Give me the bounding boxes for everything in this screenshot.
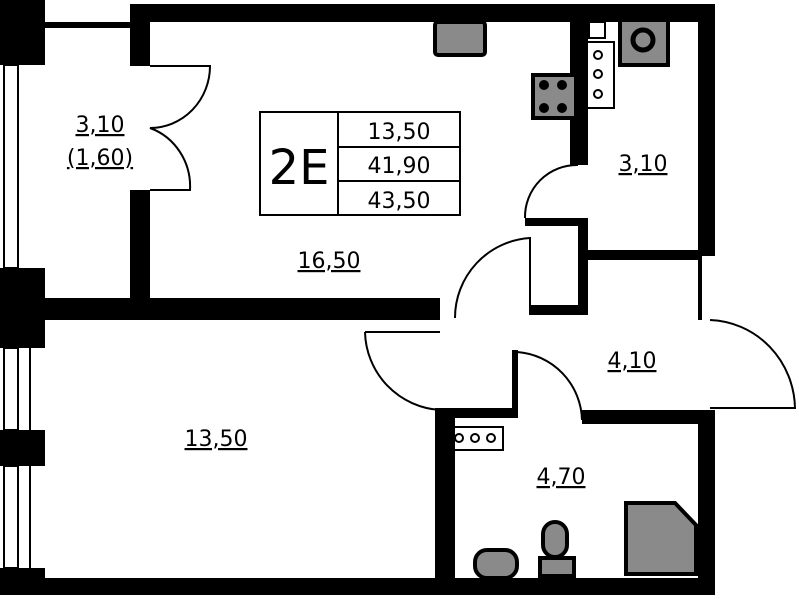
bathroom-area: 4,70 xyxy=(537,465,586,490)
burners xyxy=(539,80,567,113)
washbasin-icon xyxy=(473,548,519,580)
toilet-icon xyxy=(541,520,569,559)
balcony-reduced-area: (1,60) xyxy=(67,146,133,171)
windows xyxy=(3,64,31,569)
walls xyxy=(0,0,715,595)
balcony-area: 3,10 xyxy=(76,113,125,138)
boiler-icon xyxy=(618,18,670,67)
sink-icon xyxy=(433,20,487,57)
total-area-with-balcony: 43,50 xyxy=(368,189,431,214)
living-area: 13,50 xyxy=(368,120,431,145)
radiator-icon xyxy=(447,426,504,451)
kitchen-living-area: 16,50 xyxy=(298,249,361,274)
total-area: 41,90 xyxy=(368,154,431,179)
doors xyxy=(149,65,797,421)
hallway-area: 4,10 xyxy=(608,349,657,374)
bedroom-area: 13,50 xyxy=(185,427,248,452)
apartment-summary: 2E 13,50 41,90 43,50 xyxy=(259,111,461,216)
stove-icon xyxy=(531,73,578,120)
shower-icon xyxy=(624,501,698,576)
apartment-code: 2E xyxy=(269,140,330,196)
storage-area: 3,10 xyxy=(619,152,668,177)
counter-icon xyxy=(581,41,615,109)
fixtures xyxy=(433,18,698,580)
